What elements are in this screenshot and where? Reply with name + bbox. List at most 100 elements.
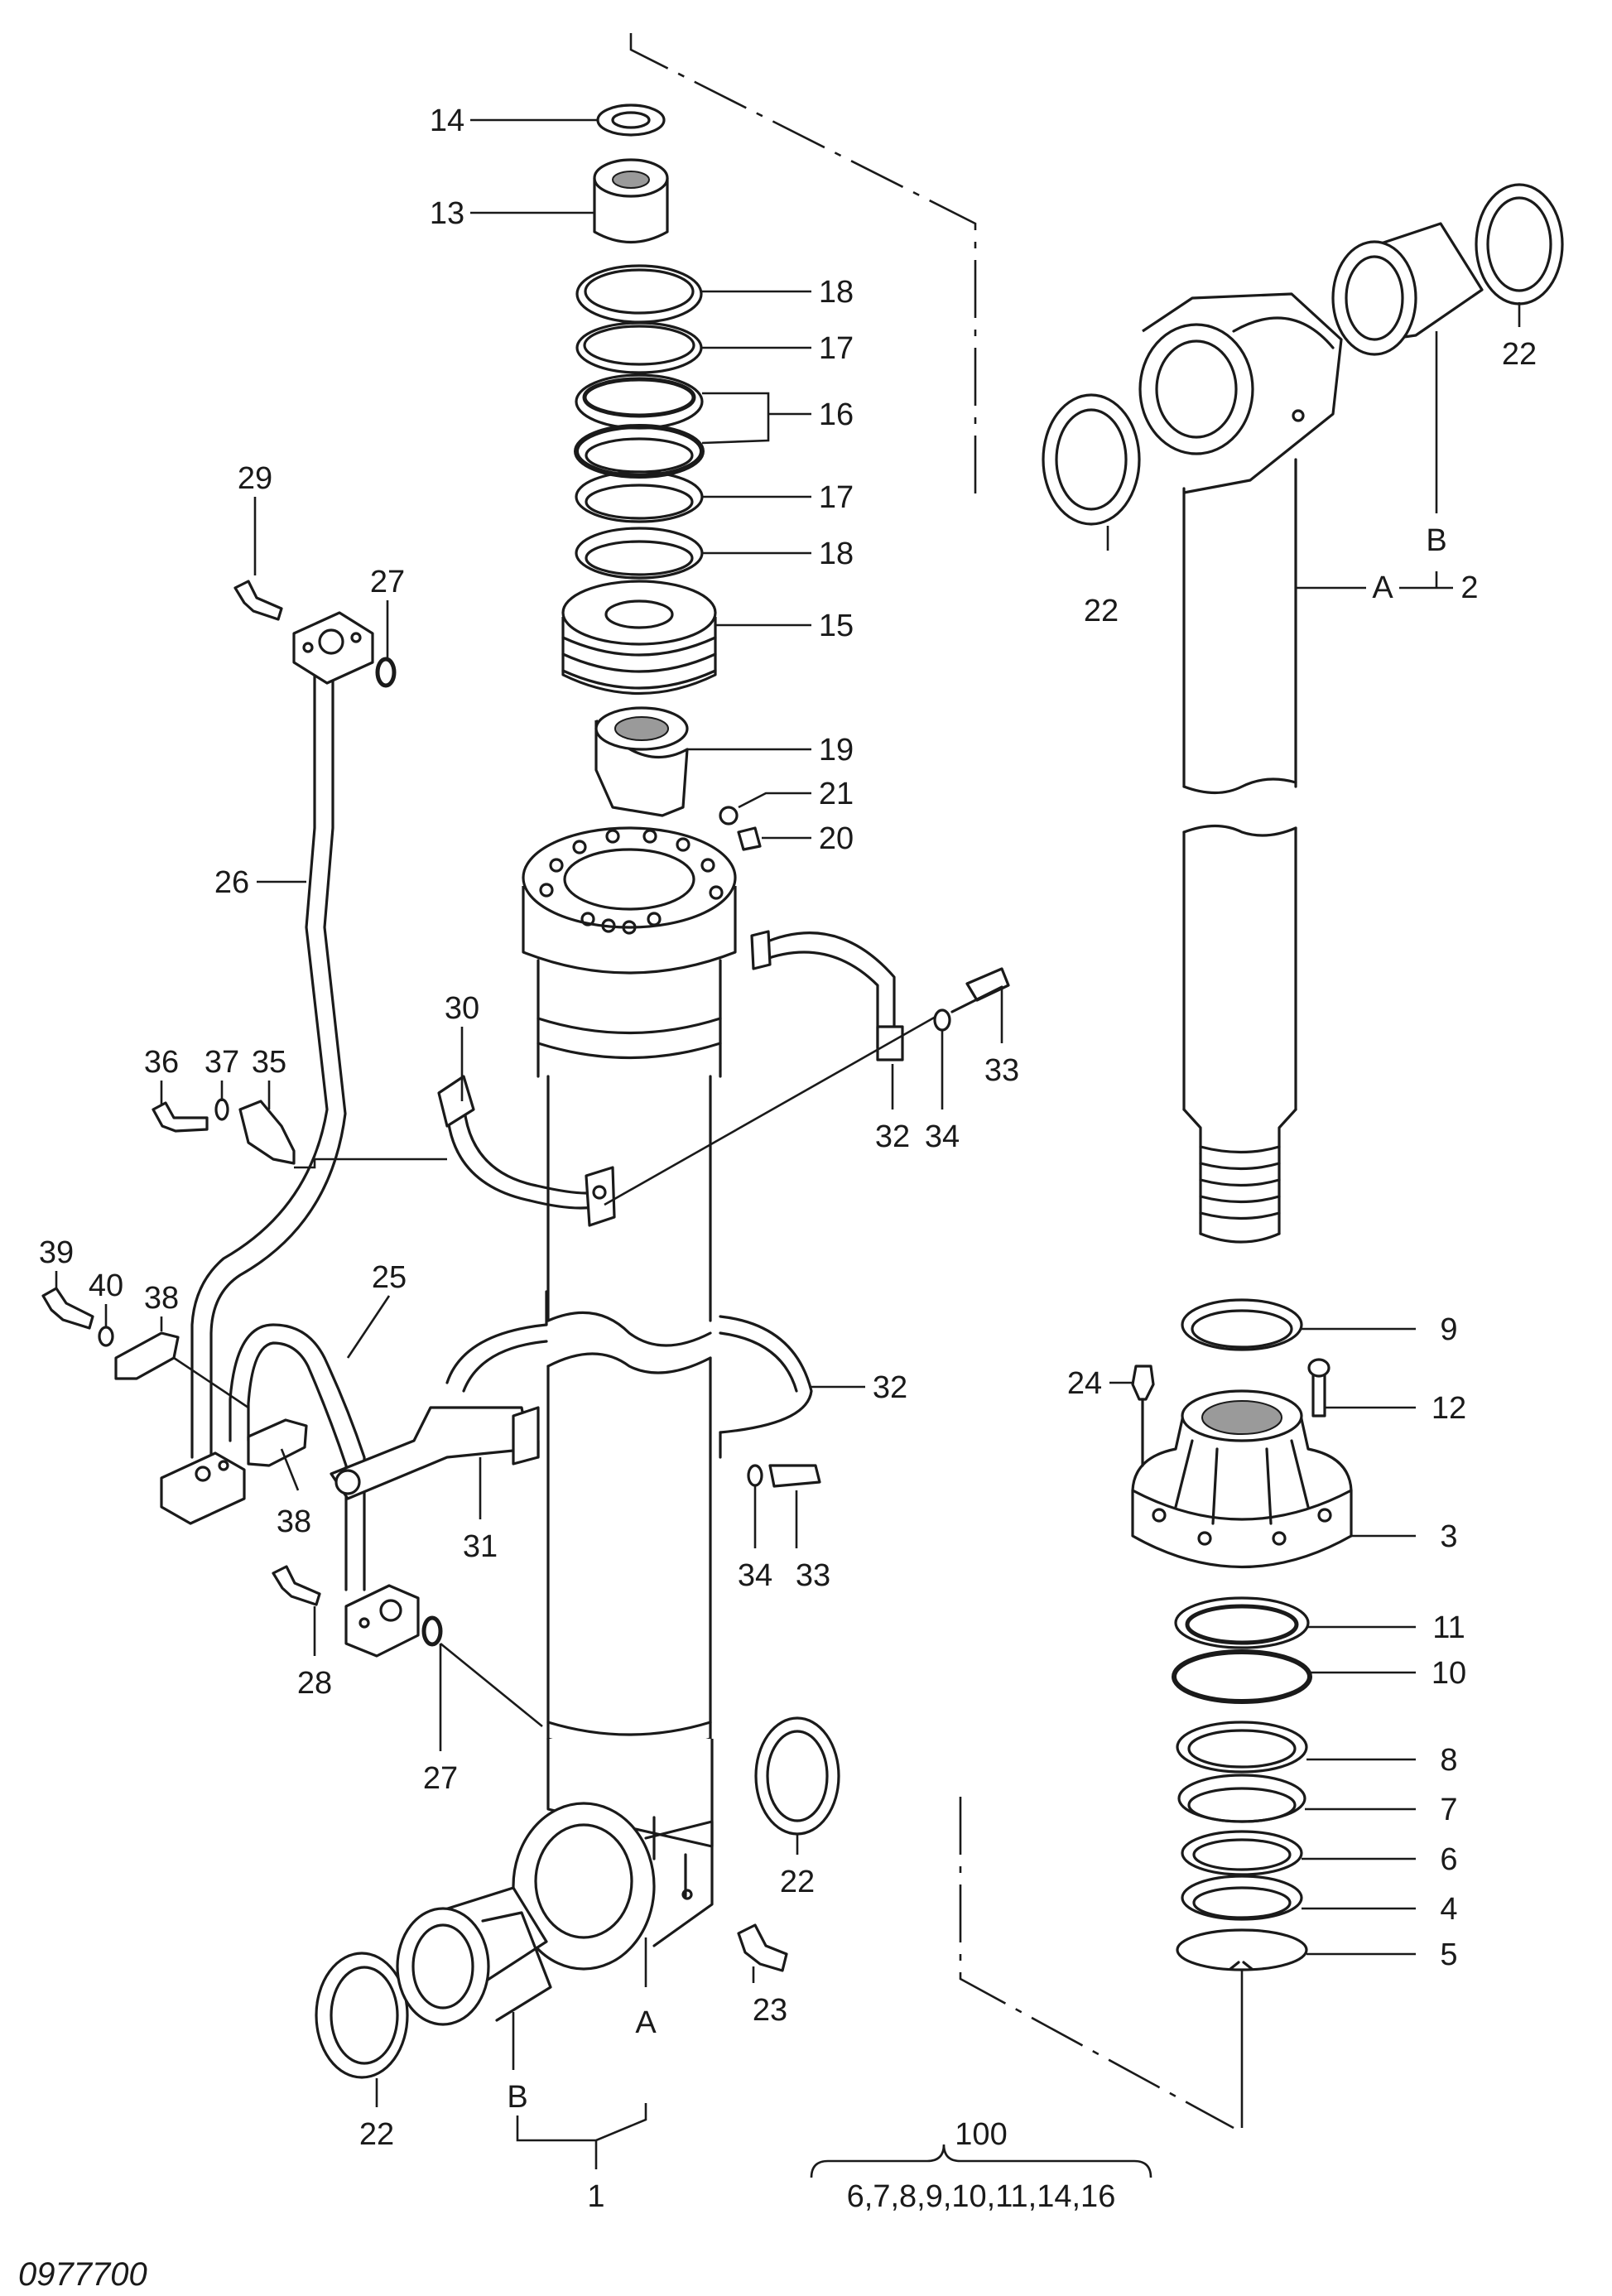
part-34-washer-lower	[747, 1464, 763, 1487]
hydraulic-pipes	[160, 611, 420, 1658]
label-37: 37	[205, 1045, 239, 1080]
label-26: 26	[214, 865, 249, 900]
part-6-ring	[1181, 1830, 1303, 1876]
label-B2: B	[1426, 523, 1446, 558]
part-25-pipe	[229, 1323, 366, 1591]
label-3: 3	[1440, 1519, 1457, 1554]
label-23: 23	[753, 1993, 787, 2028]
label-6: 6	[1440, 1842, 1457, 1877]
label-40: 40	[89, 1268, 123, 1303]
centerlines	[629, 33, 1234, 2130]
part-33-bolt-upper	[965, 967, 1010, 1002]
part-18-ring-lower	[575, 527, 704, 580]
label-17a: 17	[819, 331, 854, 366]
part-8-ring	[1176, 1721, 1308, 1774]
part-32-clamp-upper	[760, 931, 896, 1045]
label-36: 36	[144, 1045, 179, 1080]
part-37-washer	[214, 1098, 229, 1121]
part-16-seal	[575, 373, 704, 430]
label-25: 25	[372, 1260, 407, 1295]
part-24-fitting	[1131, 1365, 1155, 1401]
gland-nut-assembly	[594, 706, 762, 851]
label-19: 19	[819, 733, 854, 768]
part-9-ring	[1181, 1298, 1303, 1351]
label-2: 2	[1460, 570, 1478, 605]
part-28-bolt	[272, 1565, 321, 1606]
label-22b: 22	[359, 2117, 394, 2152]
piston-assembly	[1131, 1298, 1353, 1971]
part-29-bolt	[233, 580, 283, 621]
rod-seal-stack	[561, 103, 717, 696]
part-33-bolt-lower	[768, 1464, 821, 1488]
label-27a: 27	[370, 565, 405, 599]
part-11-ring	[1174, 1596, 1310, 1649]
part-17-ring-upper	[575, 321, 703, 374]
part-17-ring-lower	[575, 470, 704, 523]
label-15: 15	[819, 609, 854, 643]
label-B1: B	[507, 2080, 527, 2115]
leader-lines	[55, 118, 1521, 2178]
label-29: 29	[238, 461, 272, 496]
label-22c: 22	[1084, 594, 1119, 628]
part-22-seal-rod-left	[1042, 393, 1141, 526]
part-5-snap-ring	[1176, 1928, 1308, 1971]
part-23-grease-fitting	[737, 1923, 788, 1972]
label-16: 16	[819, 397, 854, 432]
part-26-pipe	[190, 669, 329, 1459]
label-31: 31	[463, 1529, 498, 1564]
pipe-26-flange-top	[292, 611, 374, 685]
pipe-flange-bottom	[160, 1451, 246, 1525]
part-38-clip-upper	[114, 1331, 180, 1380]
kit-contents-label: 6,7,8,9,10,11,14,16	[847, 2179, 1116, 2214]
part-40-washer	[98, 1326, 114, 1347]
part-39-bolt	[41, 1287, 94, 1330]
part-14-wiper	[596, 103, 666, 137]
part-38-clip-lower	[247, 1418, 308, 1467]
label-35: 35	[252, 1045, 286, 1080]
label-1: 1	[587, 2179, 604, 2214]
label-24: 24	[1067, 1366, 1102, 1401]
label-30: 30	[445, 991, 479, 1026]
label-18b: 18	[819, 537, 854, 571]
part-31-bracket	[330, 1406, 532, 1500]
label-33b: 33	[796, 1558, 830, 1593]
label-28: 28	[297, 1666, 332, 1701]
label-33a: 33	[984, 1053, 1019, 1088]
label-22a: 22	[780, 1865, 815, 1899]
part-21-ball	[719, 806, 739, 826]
label-8: 8	[1440, 1743, 1457, 1778]
part-34-washer-upper	[933, 1008, 951, 1032]
part-35-clip	[238, 1100, 296, 1165]
label-12: 12	[1432, 1391, 1466, 1426]
part-22-seal-left	[315, 1952, 409, 2079]
label-11: 11	[1432, 1610, 1465, 1645]
label-14: 14	[430, 103, 464, 138]
part-27-oring-top	[375, 657, 397, 688]
label-34b: 34	[738, 1558, 772, 1593]
label-5: 5	[1440, 1937, 1457, 1972]
callout-labels: 14 13 18 17 16 17 18 15 19 21 20 29 27 2…	[18, 103, 1537, 2293]
label-34a: 34	[925, 1119, 960, 1154]
cylinder-tube-assembly	[512, 826, 737, 1971]
lower-bushing-set	[315, 1716, 840, 2079]
label-21: 21	[819, 777, 854, 811]
label-9: 9	[1440, 1312, 1457, 1347]
fasteners	[233, 580, 443, 1647]
label-7: 7	[1440, 1793, 1457, 1827]
label-A2: A	[1372, 570, 1393, 605]
drawing-number: 0977700	[18, 2256, 147, 2293]
label-18a: 18	[819, 275, 854, 310]
label-13: 13	[430, 196, 464, 231]
label-38b: 38	[277, 1504, 311, 1539]
part-4-ring	[1181, 1875, 1303, 1921]
label-32b: 32	[873, 1370, 907, 1405]
pipe-25-flange	[344, 1584, 420, 1658]
kit-number-label: 100	[955, 2117, 1007, 2152]
part-27-oring-bottom	[421, 1615, 443, 1647]
part-12-bolt	[1311, 1373, 1326, 1418]
label-4: 4	[1440, 1892, 1457, 1927]
label-20: 20	[819, 821, 854, 856]
label-27b: 27	[423, 1761, 458, 1796]
label-10: 10	[1432, 1656, 1466, 1691]
